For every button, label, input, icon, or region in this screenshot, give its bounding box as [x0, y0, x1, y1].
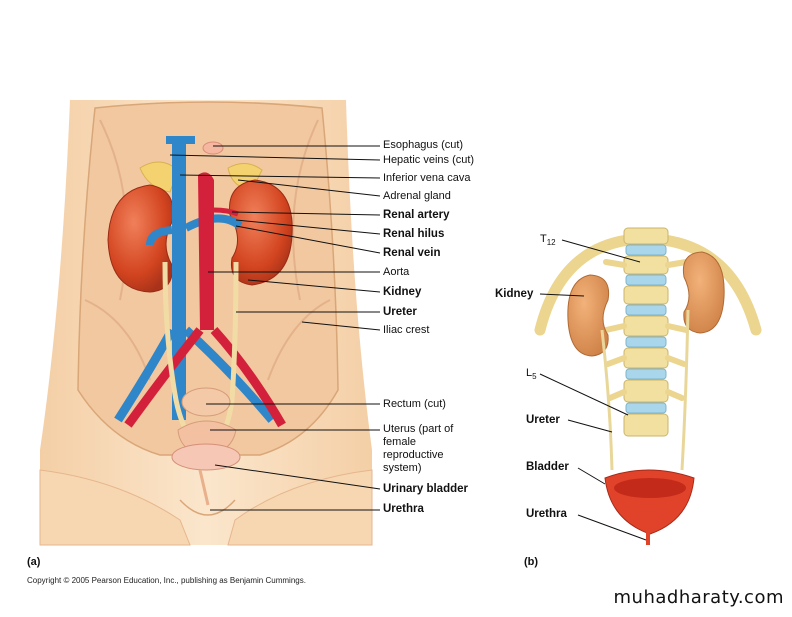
label-renal-hilus: Renal hilus	[383, 228, 445, 240]
urinary-bladder	[171, 443, 241, 471]
label-rectum: Rectum (cut)	[383, 398, 446, 410]
aorta	[124, 172, 286, 428]
label-urinary-bladder: Urinary bladder	[383, 483, 468, 495]
ureter-b-right	[680, 309, 690, 471]
label-adrenal-gland: Adrenal gland	[383, 190, 451, 202]
label-hepatic-veins: Hepatic veins (cut)	[383, 154, 475, 166]
label-bladder-b: Bladder	[526, 461, 569, 473]
label-renal-artery: Renal artery	[383, 209, 450, 221]
copyright-text: Copyright © 2005 Pearson Education, Inc.…	[27, 576, 306, 585]
label-esophagus: Esophagus (cut)	[383, 139, 464, 151]
label-renal-vein: Renal vein	[383, 247, 441, 259]
label-uterus: Uterus (part of female reproductive syst…	[383, 423, 454, 474]
label-kidney: Kidney	[383, 286, 422, 298]
panel-b-tag: (b)	[524, 556, 539, 568]
label-aorta: Aorta	[383, 266, 410, 278]
label-iliac-crest: Iliac crest	[383, 324, 430, 336]
leader-lines-b	[539, 239, 647, 541]
label-urethra: Urethra	[383, 503, 424, 515]
ureter-b-left	[600, 329, 614, 471]
label-kidney-b: Kidney	[495, 288, 534, 300]
leader-lines-a	[169, 145, 381, 511]
label-l5: L5	[526, 367, 537, 382]
label-urethra-b: Urethra	[526, 508, 567, 520]
kidney-b-right	[682, 251, 725, 334]
spine-figure	[534, 227, 762, 437]
urethra-a	[198, 469, 210, 506]
rectum	[181, 387, 231, 417]
label-t12: T12	[540, 233, 556, 248]
label-inferior-vena-cava: Inferior vena cava	[383, 172, 471, 184]
watermark-text: muhadharaty.com	[613, 587, 784, 608]
bladder-opening	[614, 478, 686, 498]
label-ureter: Ureter	[383, 306, 417, 318]
panel-a-tag: (a)	[27, 556, 41, 568]
label-ureter-b: Ureter	[526, 414, 560, 426]
